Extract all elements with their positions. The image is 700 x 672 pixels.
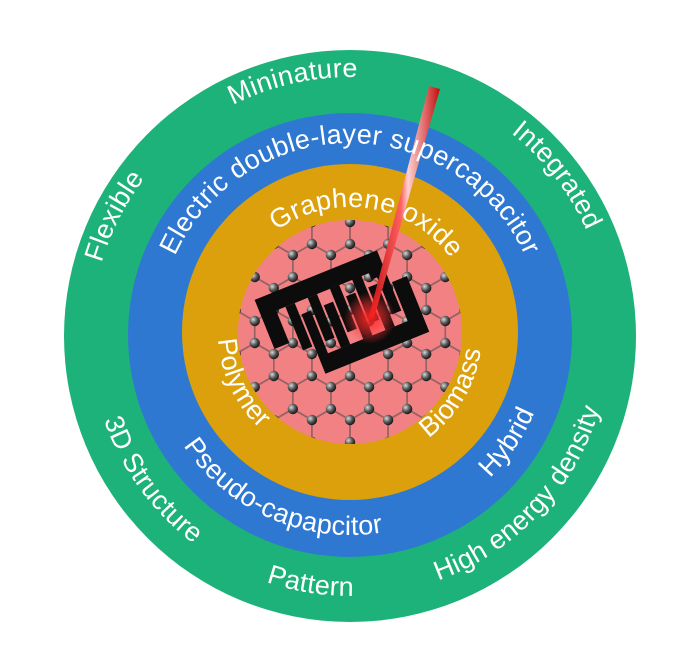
laser-beam-icon: [344, 86, 440, 344]
interdigitated-electrode-icon: [254, 250, 430, 374]
